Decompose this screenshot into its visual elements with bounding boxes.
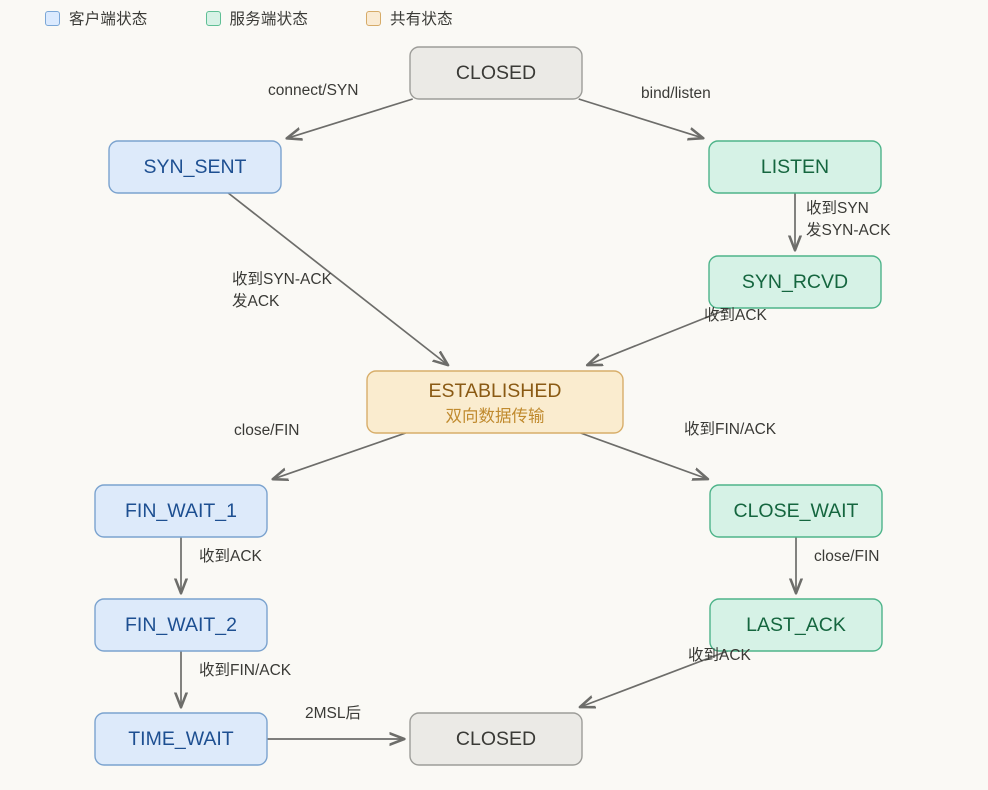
state-node-box	[366, 370, 624, 434]
transition-label-e10: 收到FIN/ACK	[199, 661, 292, 679]
transition-edge-e7	[580, 432, 708, 479]
transition-label-e7: 收到FIN/ACK	[684, 420, 777, 438]
state-node-box	[94, 712, 268, 766]
state-node-box	[409, 46, 583, 100]
transition-label-line: 收到SYN-ACK	[232, 270, 333, 288]
transition-label-e9: close/FIN	[814, 548, 879, 565]
state-node-box	[708, 140, 882, 194]
legend-label-server: 服务端状态	[229, 11, 309, 28]
state-node-box	[708, 255, 882, 309]
state-node-label: TIME_WAIT	[128, 728, 234, 750]
transition-label-line: close/FIN	[234, 422, 299, 439]
state-node-label: SYN_SENT	[144, 156, 247, 178]
nodes-layer: CLOSED SYN_SENT LISTEN SYN_RCVD ESTABLISHED 双…	[94, 46, 883, 766]
state-node-syn_rcvd[interactable]: SYN_RCVD	[708, 255, 882, 309]
square-swatch-icon	[205, 10, 221, 26]
edges-layer	[181, 98, 796, 739]
state-node-box	[709, 484, 883, 538]
transition-label-e4: 收到SYN-ACK 发ACK	[232, 270, 333, 310]
state-node-label: LAST_ACK	[746, 614, 846, 636]
state-node-time_wait[interactable]: TIME_WAIT	[94, 712, 268, 766]
state-node-box	[94, 598, 268, 652]
legend-item-server: 服务端状态	[205, 7, 309, 29]
state-node-box	[409, 712, 583, 766]
state-node-label: SYN_RCVD	[742, 271, 848, 293]
state-node-box	[709, 598, 883, 652]
transition-label-e2: bind/listen	[641, 85, 711, 102]
state-node-closed_top[interactable]: CLOSED	[409, 46, 583, 100]
state-node-listen[interactable]: LISTEN	[708, 140, 882, 194]
transition-label-line: 收到FIN/ACK	[199, 661, 292, 679]
legend-label-shared: 共有状态	[390, 11, 453, 28]
state-node-label: LISTEN	[761, 156, 829, 178]
state-node-sublabel: 双向数据传输	[446, 406, 546, 425]
transition-label-line: bind/listen	[641, 85, 711, 102]
transition-label-e3: 收到SYN 发SYN-ACK	[806, 199, 891, 239]
transition-edge-e4	[227, 192, 448, 365]
transition-label-line: 2MSL后	[305, 704, 361, 722]
state-node-box	[108, 140, 282, 194]
state-node-syn_sent[interactable]: SYN_SENT	[108, 140, 282, 194]
transition-label-e11: 收到ACK	[688, 646, 752, 664]
state-node-fin_wait_1[interactable]: FIN_WAIT_1	[94, 484, 268, 538]
transition-label-line: connect/SYN	[268, 82, 358, 99]
transition-label-e8: 收到ACK	[199, 547, 263, 565]
legend-item-shared: 共有状态	[366, 7, 453, 29]
transition-edge-e2	[578, 98, 703, 138]
state-node-label: FIN_WAIT_2	[125, 614, 237, 636]
transition-label-e1: connect/SYN	[268, 82, 358, 99]
legend-item-client: 客户端状态	[45, 7, 148, 29]
state-node-last_ack[interactable]: LAST_ACK	[709, 598, 883, 652]
state-node-label: ESTABLISHED	[429, 380, 562, 402]
transition-label-line: 收到FIN/ACK	[684, 420, 777, 438]
transition-edge-e11	[580, 650, 728, 707]
transition-label-e5: 收到ACK	[704, 306, 768, 324]
square-swatch-icon	[45, 10, 60, 26]
state-node-label: CLOSED	[456, 728, 536, 750]
state-node-label: CLOSE_WAIT	[734, 500, 859, 522]
state-node-established[interactable]: ESTABLISHED 双向数据传输	[366, 370, 624, 434]
transition-label-line: 发SYN-ACK	[806, 221, 891, 239]
state-node-label: FIN_WAIT_1	[125, 500, 237, 522]
state-node-fin_wait_2[interactable]: FIN_WAIT_2	[94, 598, 268, 652]
state-node-closed_bottom[interactable]: CLOSED	[409, 712, 583, 766]
legend: 客户端状态 服务端状态 共有状态	[45, 6, 453, 30]
transition-label-line: 收到SYN	[806, 199, 869, 217]
transition-label-line: close/FIN	[814, 548, 879, 565]
square-swatch-icon	[366, 10, 382, 26]
transition-label-line: 发ACK	[232, 292, 280, 310]
transition-label-line: 收到ACK	[688, 646, 752, 664]
transition-edge-e6	[273, 432, 406, 479]
state-node-box	[94, 484, 268, 538]
transition-label-line: 收到ACK	[199, 547, 263, 565]
state-node-close_wait[interactable]: CLOSE_WAIT	[709, 484, 883, 538]
transition-edge-e5	[588, 307, 731, 365]
transition-label-e12: 2MSL后	[305, 704, 361, 722]
transition-label-line: 收到ACK	[704, 306, 768, 324]
transition-edge-e1	[287, 98, 413, 138]
transition-label-e6: close/FIN	[234, 422, 299, 439]
state-node-label: CLOSED	[456, 62, 536, 84]
legend-label-client: 客户端状态	[69, 11, 148, 28]
